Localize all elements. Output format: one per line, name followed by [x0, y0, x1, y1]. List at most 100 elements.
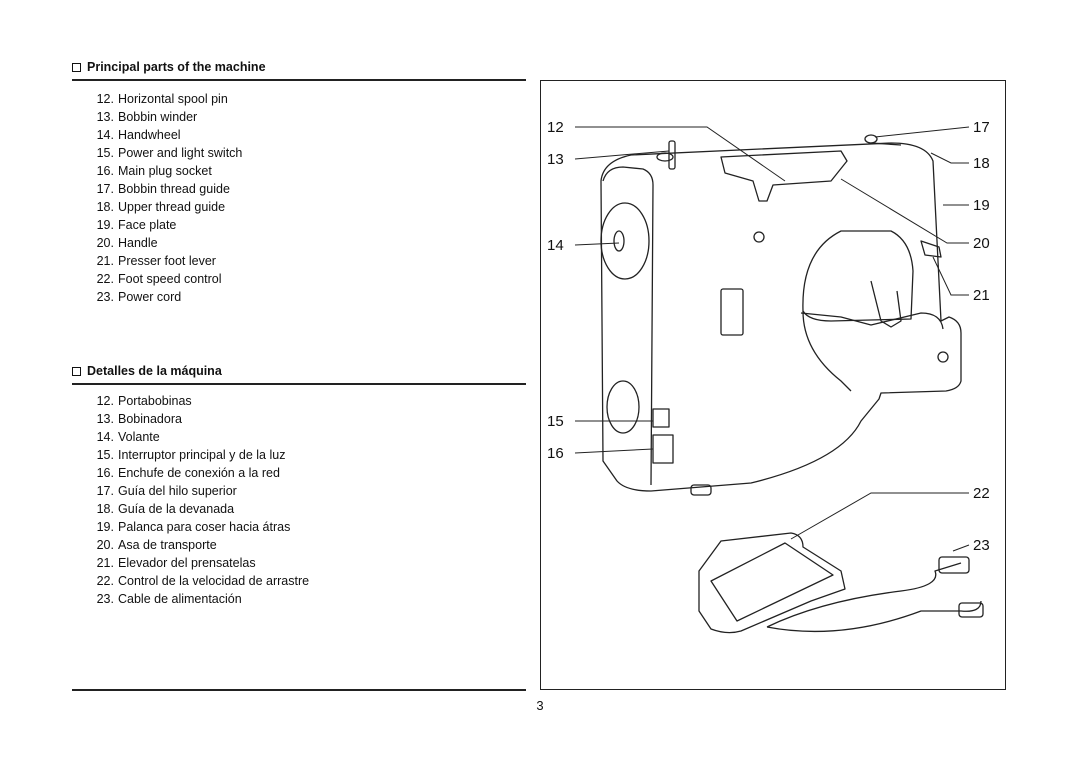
item-label: Upper thread guide — [118, 200, 226, 214]
item-label: Handle — [118, 236, 158, 250]
list-item: 21. Elevador del prensatelas — [90, 554, 309, 572]
callout-15: 15 — [547, 413, 564, 430]
list-item: 18. Guía de la devanada — [90, 500, 309, 518]
item-label: Palanca para coser hacia átras — [118, 520, 291, 534]
callout-12: 12 — [547, 119, 564, 136]
callout-19: 19 — [973, 197, 990, 214]
arm-opening — [802, 230, 914, 322]
english-heading-rule — [72, 79, 526, 81]
callout-17: 17 — [973, 119, 990, 136]
checkbox-icon — [72, 366, 81, 376]
item-label: Guía de la devanada — [118, 502, 235, 516]
list-item: 14. Volante — [90, 428, 309, 446]
power-switch — [652, 408, 670, 428]
item-number: 20. — [96, 538, 114, 552]
list-item: 23. Power cord — [90, 288, 242, 306]
english-section-heading: Principal parts of the machine — [72, 60, 266, 74]
side-panel — [602, 166, 654, 486]
item-label: Elevador del prensatelas — [118, 556, 256, 570]
item-number: 22. — [96, 272, 114, 286]
item-number: 17. — [96, 182, 114, 196]
item-label: Power cord — [118, 290, 182, 304]
item-label: Interruptor principal y de la luz — [118, 448, 286, 462]
list-item: 20.Handle — [90, 234, 242, 252]
item-label: Face plate — [118, 218, 177, 232]
callout-22: 22 — [973, 485, 990, 502]
item-number: 19. — [96, 218, 114, 232]
item-number: 23. — [96, 290, 114, 304]
item-number: 14. — [96, 128, 114, 142]
checkbox-icon — [72, 62, 81, 72]
item-number: 16. — [96, 466, 114, 480]
item-number: 13. — [96, 412, 114, 426]
item-number: 15. — [96, 448, 114, 462]
list-item: 19. Palanca para coser hacia átras — [90, 518, 309, 536]
power-cord — [766, 562, 982, 633]
list-item: 15. Interruptor principal y de la luz — [90, 446, 309, 464]
sewing-machine-illustration: 12 13 14 15 16 17 18 19 20 21 22 23 — [547, 119, 990, 634]
bottom-rule — [72, 689, 526, 691]
list-item: 17. Guía del hilo superior — [90, 482, 309, 500]
item-label: Main plug socket — [118, 164, 212, 178]
item-number: 14. — [96, 430, 114, 444]
list-item: 22.Control de la velocidad de arrastre — [90, 572, 309, 590]
item-number: 12. — [96, 92, 114, 106]
item-label: Volante — [118, 430, 160, 444]
list-item: 15. Power and light switch — [90, 144, 243, 162]
list-item: 13. Bobinadora — [90, 410, 309, 428]
item-number: 12. — [96, 394, 114, 408]
list-item: 12. Portabobinas — [90, 392, 309, 410]
item-label: Presser foot lever — [118, 254, 216, 268]
item-number: 18. — [96, 502, 114, 516]
item-label: Control de la velocidad de arrastre — [118, 574, 310, 588]
spanish-heading-rule — [72, 383, 526, 385]
machine-body — [600, 142, 962, 492]
list-item: 13. Bobbin winder — [90, 108, 242, 126]
callout-14: 14 — [547, 237, 564, 254]
item-label: Asa de transporte — [118, 538, 217, 552]
machine-figure-frame: 12 13 14 15 16 17 18 19 20 21 22 23 — [540, 80, 1006, 690]
list-item: 16.Enchufe de conexión a la red — [90, 464, 309, 482]
list-item: 23. Cable de alimentación — [90, 590, 309, 608]
callout-13: 13 — [547, 151, 564, 168]
item-number: 18. — [96, 200, 114, 214]
callout-23: 23 — [973, 537, 990, 554]
spanish-heading-text: Detalles de la máquina — [87, 364, 222, 378]
item-label: Cable de alimentación — [118, 592, 242, 606]
item-number: 15. — [96, 146, 114, 160]
item-label: Handwheel — [118, 128, 181, 142]
item-label: Bobinadora — [118, 412, 182, 426]
spanish-section-heading: Detalles de la máquina — [72, 364, 222, 378]
plug-socket — [652, 434, 674, 464]
item-label: Portabobinas — [118, 394, 192, 408]
english-heading-text: Principal parts of the machine — [87, 60, 266, 74]
item-label: Foot speed control — [118, 272, 222, 286]
item-number: 19. — [96, 520, 114, 534]
handwheel — [600, 202, 650, 280]
item-number: 16. — [96, 164, 114, 178]
item-number: 17. — [96, 484, 114, 498]
item-number: 23. — [96, 592, 114, 606]
item-label: Bobbin winder — [118, 110, 198, 124]
item-label: Guía del hilo superior — [118, 484, 237, 498]
callout-16: 16 — [547, 445, 564, 462]
list-item: 17. Bobbin thread guide — [90, 180, 242, 198]
list-item: 14. Handwheel — [90, 126, 242, 144]
list-item: 12.Horizontal spool pin — [90, 90, 242, 108]
item-number: 21. — [96, 556, 114, 570]
list-item: 20. Asa de transporte — [90, 536, 309, 554]
handle — [720, 150, 848, 202]
page-number: 3 — [536, 698, 544, 713]
callout-18: 18 — [973, 155, 990, 172]
foot-pedal — [698, 532, 846, 634]
item-label: Power and light switch — [118, 146, 243, 160]
item-label: Bobbin thread guide — [118, 182, 230, 196]
list-item: 18. Upper thread guide — [90, 198, 242, 216]
callout-20: 20 — [973, 235, 990, 252]
list-item: 21.Presser foot lever — [90, 252, 242, 270]
list-item: 22. Foot speed control — [90, 270, 242, 288]
list-item: 16. Main plug socket — [90, 162, 242, 180]
list-item: 19. Face plate — [90, 216, 242, 234]
item-number: 13. — [96, 110, 114, 124]
